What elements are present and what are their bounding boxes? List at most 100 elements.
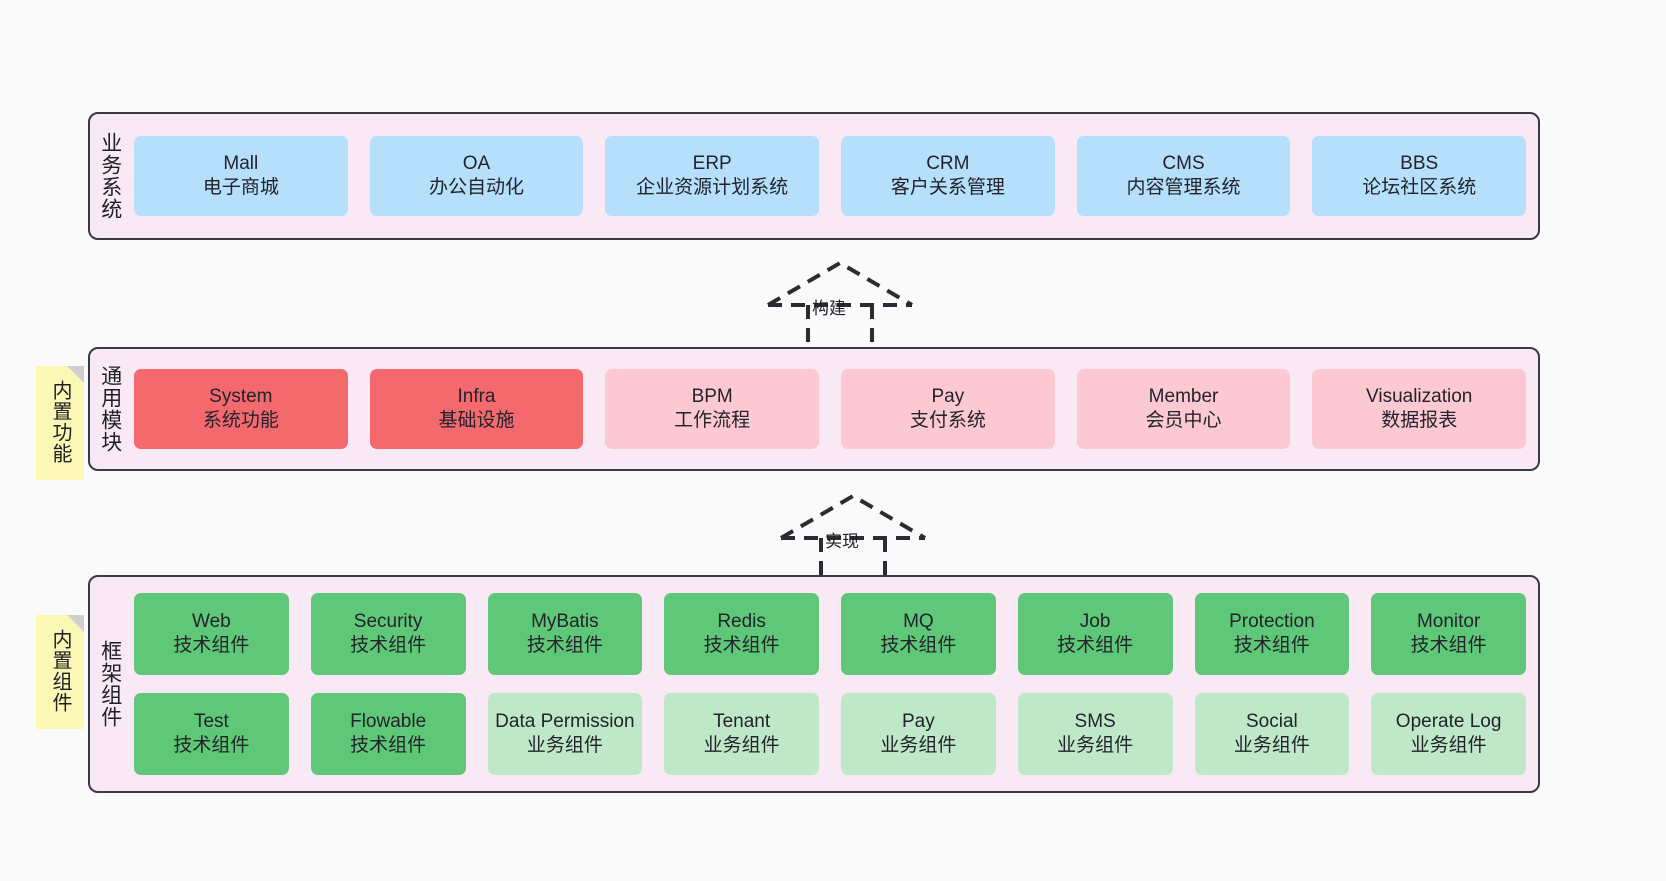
node-visualization[interactable]: Visualization 数据报表 [1312, 369, 1527, 449]
module-node-row: System 系统功能 Infra 基础设施 BPM 工作流程 Pay 支付系统… [134, 369, 1527, 449]
node-erp-subtitle: 企业资源计划系统 [636, 177, 789, 198]
node-mybatis-subtitle: 技术组件 [526, 635, 603, 656]
note-builtin-component: 内置组件 [36, 615, 84, 729]
node-pay-component-subtitle: 业务组件 [880, 735, 957, 756]
node-infra-title: Infra [457, 386, 496, 408]
node-visualization-title: Visualization [1366, 386, 1473, 408]
node-protection[interactable]: Protection 技术组件 [1194, 593, 1350, 675]
node-bpm[interactable]: BPM 工作流程 [605, 369, 820, 449]
node-cms-subtitle: 内容管理系统 [1126, 177, 1241, 198]
node-erp-title: ERP [692, 153, 732, 175]
framework-business-row: Test 技术组件 Flowable 技术组件 Data Permission … [134, 693, 1526, 775]
layer-title-framework-component: 框架组件 [98, 640, 122, 728]
node-sms-subtitle: 业务组件 [1057, 735, 1134, 756]
node-operate-log[interactable]: Operate Log 业务组件 [1371, 693, 1526, 775]
note-fold-icon [67, 615, 84, 632]
node-social[interactable]: Social 业务组件 [1194, 693, 1350, 775]
arrow-implement-head [779, 493, 927, 540]
node-pay-module[interactable]: Pay 支付系统 [841, 369, 1055, 449]
node-system-title: System [209, 386, 273, 408]
arrow-build [750, 255, 930, 350]
node-visualization-subtitle: 数据报表 [1381, 410, 1458, 431]
layer-body-framework-component: Web 技术组件 Security 技术组件 MyBatis 技术组件 Redi… [130, 577, 1538, 791]
node-security-title: Security [353, 611, 423, 633]
arrow-build-label: 构建 [812, 299, 846, 318]
node-infra-subtitle: 基础设施 [438, 410, 515, 431]
node-job[interactable]: Job 技术组件 [1017, 593, 1173, 675]
arrow-implement-label: 实现 [825, 532, 859, 551]
layer-business-system: 业务系统 Mall 电子商城 OA 办公自动化 ERP 企业资源计划系统 CRM… [88, 112, 1540, 240]
node-member[interactable]: Member 会员中心 [1076, 369, 1291, 449]
node-oa[interactable]: OA 办公自动化 [369, 136, 584, 216]
node-social-title: Social [1246, 711, 1298, 733]
layer-common-module: 通用模块 System 系统功能 Infra 基础设施 BPM 工作流程 Pay… [88, 347, 1540, 471]
node-cms[interactable]: CMS 内容管理系统 [1076, 136, 1291, 216]
node-bpm-subtitle: 工作流程 [674, 410, 751, 431]
layer-title-business-system: 业务系统 [98, 132, 122, 220]
node-flowable-title: Flowable [350, 711, 427, 733]
node-web-title: Web [192, 611, 231, 633]
node-sms[interactable]: SMS 业务组件 [1017, 693, 1173, 775]
node-pay-module-subtitle: 支付系统 [909, 410, 986, 431]
node-mq-title: MQ [903, 611, 934, 633]
node-crm-title: CRM [926, 153, 970, 175]
business-node-row: Mall 电子商城 OA 办公自动化 ERP 企业资源计划系统 CRM 客户关系… [134, 136, 1527, 216]
node-mall-subtitle: 电子商城 [202, 177, 279, 198]
node-pay-component[interactable]: Pay 业务组件 [841, 693, 996, 775]
node-mybatis[interactable]: MyBatis 技术组件 [487, 593, 643, 675]
note-builtin-function: 内置功能 [36, 366, 84, 480]
node-flowable[interactable]: Flowable 技术组件 [310, 693, 466, 775]
node-job-subtitle: 技术组件 [1057, 635, 1134, 656]
node-test[interactable]: Test 技术组件 [134, 693, 289, 775]
node-pay-component-title: Pay [902, 711, 935, 733]
node-infra[interactable]: Infra 基础设施 [369, 369, 584, 449]
node-operate-log-title: Operate Log [1395, 711, 1502, 733]
node-mall[interactable]: Mall 电子商城 [134, 136, 348, 216]
node-erp[interactable]: ERP 企业资源计划系统 [605, 136, 820, 216]
note-builtin-component-text: 内置组件 [49, 629, 71, 713]
node-operate-log-subtitle: 业务组件 [1410, 735, 1487, 756]
node-web[interactable]: Web 技术组件 [134, 593, 289, 675]
node-job-title: Job [1079, 611, 1111, 633]
node-cms-title: CMS [1162, 153, 1205, 175]
node-test-title: Test [193, 711, 229, 733]
node-oa-subtitle: 办公自动化 [429, 177, 525, 198]
node-crm[interactable]: CRM 客户关系管理 [841, 136, 1055, 216]
node-system-subtitle: 系统功能 [202, 410, 279, 431]
node-monitor[interactable]: Monitor 技术组件 [1371, 593, 1526, 675]
node-mall-title: Mall [223, 153, 259, 175]
node-system[interactable]: System 系统功能 [134, 369, 348, 449]
node-sms-title: SMS [1074, 711, 1116, 733]
node-security[interactable]: Security 技术组件 [310, 593, 466, 675]
arrow-implement [763, 488, 943, 583]
node-mq[interactable]: MQ 技术组件 [841, 593, 996, 675]
node-bbs-subtitle: 论坛社区系统 [1362, 177, 1477, 198]
node-data-permission-subtitle: 业务组件 [526, 735, 603, 756]
node-crm-subtitle: 客户关系管理 [890, 177, 1005, 198]
note-builtin-function-text: 内置功能 [49, 380, 71, 464]
node-bbs-title: BBS [1400, 153, 1439, 175]
node-security-subtitle: 技术组件 [350, 635, 427, 656]
node-bbs[interactable]: BBS 论坛社区系统 [1312, 136, 1527, 216]
node-redis-subtitle: 技术组件 [703, 635, 780, 656]
node-tenant[interactable]: Tenant 业务组件 [664, 693, 819, 775]
note-fold-icon [67, 366, 84, 383]
layer-title-common-module: 通用模块 [98, 365, 122, 453]
node-monitor-subtitle: 技术组件 [1410, 635, 1487, 656]
node-redis[interactable]: Redis 技术组件 [664, 593, 819, 675]
node-tenant-title: Tenant [713, 711, 771, 733]
node-redis-title: Redis [717, 611, 766, 633]
node-test-subtitle: 技术组件 [173, 735, 250, 756]
framework-tech-row: Web 技术组件 Security 技术组件 MyBatis 技术组件 Redi… [134, 593, 1526, 675]
node-data-permission-title: Data Permission [495, 711, 635, 733]
node-pay-module-title: Pay [931, 386, 965, 408]
node-bpm-title: BPM [691, 386, 733, 408]
node-data-permission[interactable]: Data Permission 业务组件 [487, 693, 643, 775]
node-flowable-subtitle: 技术组件 [350, 735, 427, 756]
node-monitor-title: Monitor [1416, 611, 1481, 633]
layer-body-common-module: System 系统功能 Infra 基础设施 BPM 工作流程 Pay 支付系统… [130, 349, 1538, 469]
node-member-subtitle: 会员中心 [1145, 410, 1222, 431]
node-protection-subtitle: 技术组件 [1233, 635, 1310, 656]
node-mq-subtitle: 技术组件 [880, 635, 957, 656]
